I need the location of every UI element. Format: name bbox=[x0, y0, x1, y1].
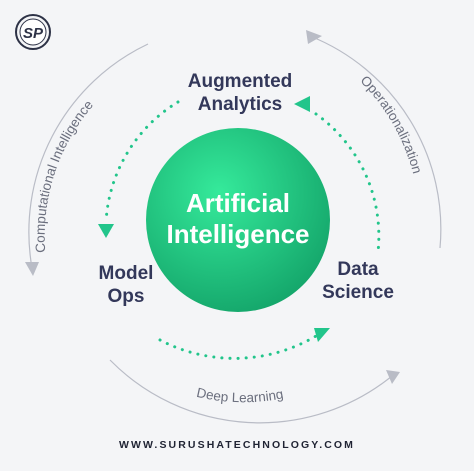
dotted-arrow-right bbox=[314, 112, 381, 254]
dotted-arrow-bottom bbox=[158, 334, 318, 360]
node-data-science: Data Science bbox=[318, 258, 398, 304]
dotted-arrow-left bbox=[104, 100, 180, 224]
dotted-arrow-bottom-head bbox=[314, 328, 330, 342]
outer-arc-bottom-arrowhead bbox=[386, 370, 400, 384]
deep-learning-label: Deep Learning bbox=[195, 385, 284, 405]
ai-center-circle bbox=[146, 128, 330, 312]
center-title: Artificial Intelligence bbox=[150, 188, 326, 250]
dotted-arrow-right-head bbox=[294, 96, 310, 112]
center-title-line2: Intelligence bbox=[166, 219, 310, 249]
logo-initials: SP bbox=[23, 25, 44, 42]
outer-arc-left-arrowhead bbox=[25, 262, 39, 276]
outer-arc-bottom bbox=[109, 359, 393, 424]
node-augmented-analytics-line1: Augmented bbox=[187, 71, 293, 92]
outer-arc-left bbox=[28, 43, 149, 269]
computational-intelligence-label: Computational Intelligence bbox=[33, 97, 96, 253]
company-logo: SP bbox=[15, 14, 51, 50]
node-model-ops-line1: Model bbox=[98, 263, 154, 284]
center-title-line1: Artificial bbox=[185, 188, 291, 218]
node-model-ops-line2: Ops bbox=[107, 286, 145, 307]
footer-url[interactable]: WWW.SURUSHATECHNOLOGY.COM bbox=[118, 439, 356, 451]
node-augmented-analytics-line2: Analytics bbox=[197, 94, 283, 115]
node-data-science-line2: Science bbox=[322, 282, 394, 303]
node-data-science-line1: Data bbox=[337, 259, 379, 280]
outer-arc-right-arrowhead bbox=[306, 30, 322, 44]
outer-arc-right bbox=[309, 35, 442, 249]
operationalization-label: Operationalization bbox=[358, 73, 425, 176]
node-augmented-analytics: Augmented Analytics bbox=[185, 70, 295, 116]
node-model-ops: Model Ops bbox=[90, 262, 162, 308]
dotted-arrow-left-head bbox=[98, 224, 114, 238]
